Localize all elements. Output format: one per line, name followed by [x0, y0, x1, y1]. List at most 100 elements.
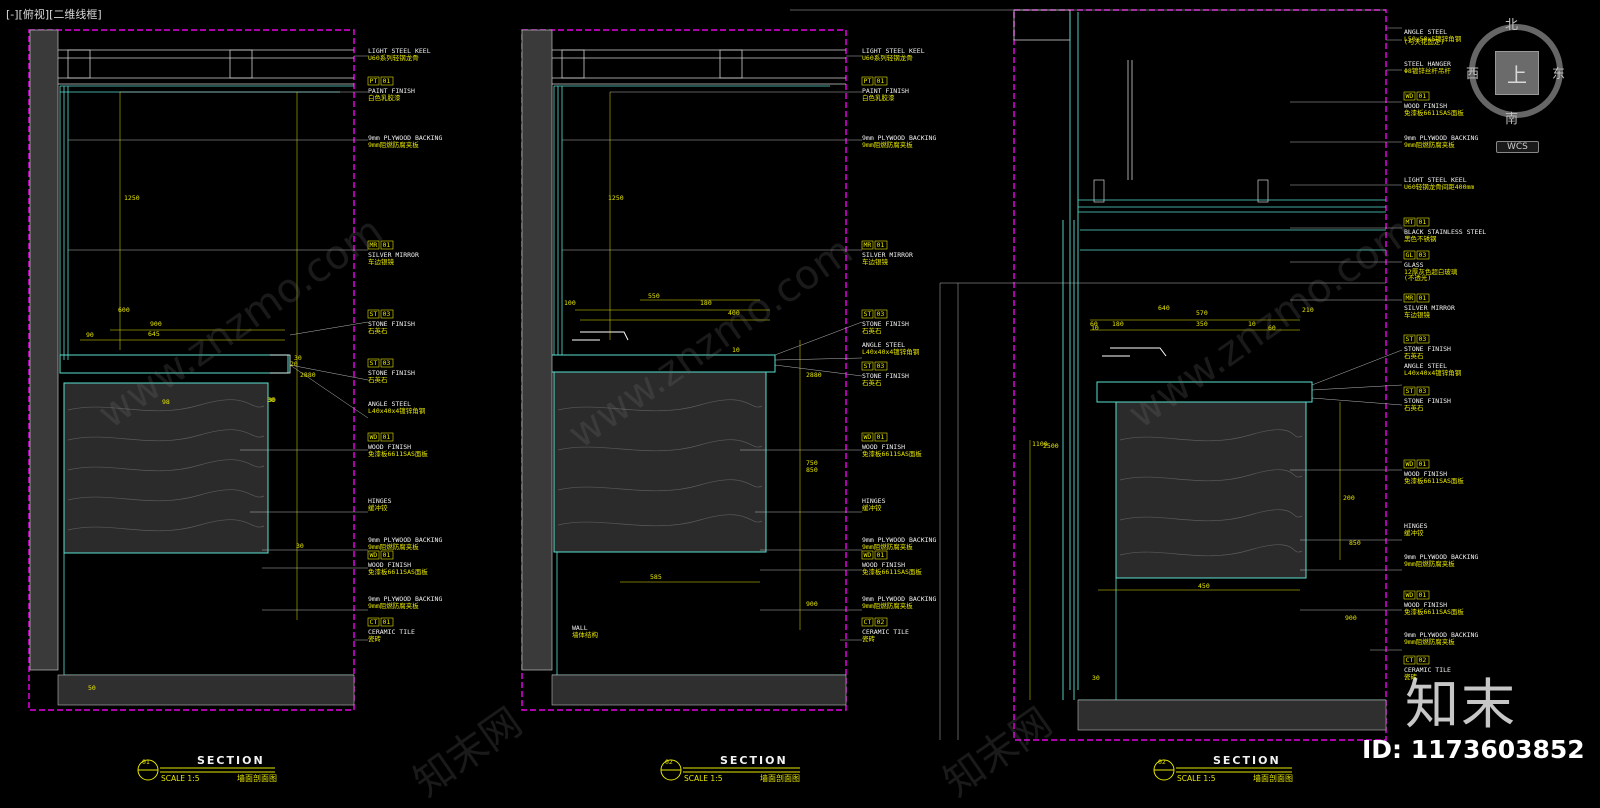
dimension-label: 60 [1090, 320, 1098, 328]
dimension-label: 645 [148, 330, 160, 338]
section-number: 02 [1158, 758, 1166, 766]
material-tag-box [1403, 293, 1416, 303]
material-tag-code: MT [1406, 218, 1414, 226]
section-title: SECTION [720, 754, 788, 767]
material-label-en: SILVER MIRROR [862, 251, 913, 259]
dimension-label: 210 [1302, 306, 1314, 314]
viewcube-top-face[interactable]: 上 [1495, 51, 1539, 95]
material-tag-number: 03 [1419, 251, 1427, 259]
dimension-label: 10 [732, 346, 740, 354]
material-tag-number: 01 [1419, 92, 1427, 100]
material-label-en: WOOD FINISH [1404, 470, 1447, 478]
material-tag-code: ST [1406, 335, 1414, 343]
material-tag-number: 03 [1419, 335, 1427, 343]
compass-north[interactable]: 北 [1505, 18, 1519, 33]
material-label-en: LIGHT STEEL KEEL [862, 47, 925, 55]
material-tag-box [861, 432, 874, 442]
material-tag-number: 01 [1419, 294, 1427, 302]
material-tag-box [1403, 386, 1416, 396]
material-tag-box [861, 617, 874, 627]
dimension-label: 30 [296, 542, 304, 550]
material-tag-number: 02 [877, 618, 885, 626]
dimension-label: 50 [88, 684, 96, 692]
material-label-cn: 9mm阻燃防腐夹板 [862, 140, 913, 149]
material-tag-number: 01 [383, 241, 391, 249]
material-label-cn: 瓷砖 [368, 634, 382, 643]
material-label-cn: 9mm阻燃防腐夹板 [1404, 140, 1455, 149]
material-tag-box [1416, 217, 1430, 227]
material-label-en: ANGLE STEEL [862, 341, 905, 349]
material-tag-box [861, 361, 874, 371]
material-tag-box [874, 617, 888, 627]
viewport-label[interactable]: [-][俯视][二维线框] [6, 8, 102, 21]
material-tag-number: 03 [1419, 387, 1427, 395]
material-tag-box [874, 76, 888, 86]
dimension-label: 2500 [1043, 442, 1059, 450]
dimension-label: 550 [648, 292, 660, 300]
material-tag-box [380, 550, 394, 560]
dimension-label: 350 [1196, 320, 1208, 328]
compass-south[interactable]: 南 [1505, 112, 1519, 127]
material-tag-box [1416, 459, 1430, 469]
material-label-en: ANGLE STEEL [1404, 362, 1447, 370]
material-tag-box [861, 550, 874, 560]
material-label-cn: L40x40x4镀锌角钢 [1404, 368, 1462, 377]
dimension-label: 585 [650, 573, 662, 581]
material-label-cn: 缓冲铰 [1404, 528, 1424, 537]
compass-west[interactable]: 西 [1466, 67, 1480, 82]
dimension-label: 2880 [300, 371, 316, 379]
material-label-cn: 缓冲铰 [368, 503, 388, 512]
material-label-en: STEEL HANGER [1404, 60, 1451, 68]
material-tag-code: WD [1406, 591, 1414, 599]
material-tag-code: ST [370, 359, 378, 367]
material-tag-number: 01 [1419, 591, 1427, 599]
dimension-label: 850 [806, 466, 818, 474]
dimension-label: 30 [294, 354, 302, 362]
dimension-label: 570 [1196, 309, 1208, 317]
dimension-label: 30 [267, 396, 275, 404]
material-label-en: STONE FINISH [368, 320, 415, 328]
material-tag-box [1416, 293, 1430, 303]
material-tag-number: 01 [1419, 460, 1427, 468]
material-tag-box [367, 432, 380, 442]
material-tag-code: MR [1406, 294, 1414, 302]
dimension-label: 750 [806, 459, 818, 467]
dimension-label: 900 [806, 600, 818, 608]
material-label-en: STONE FINISH [1404, 345, 1451, 353]
material-tag-box [874, 432, 888, 442]
material-label-cn: 石英石 [1404, 351, 1424, 360]
material-tag-box [1403, 590, 1416, 600]
material-label-en: SILVER MIRROR [368, 251, 419, 259]
material-tag-box [874, 550, 888, 560]
material-tag-box [380, 617, 394, 627]
material-label-en: CERAMIC TILE [862, 628, 909, 636]
material-tag-number: 01 [1419, 218, 1427, 226]
material-label-en: PAINT FINISH [368, 87, 415, 95]
compass-east[interactable]: 东 [1552, 67, 1566, 82]
material-tag-code: ST [370, 310, 378, 318]
dimension-label: 30 [268, 396, 276, 404]
viewcube[interactable] [1462, 16, 1566, 156]
material-label-cn: L40x40x4镀锌角钢 [862, 347, 920, 356]
material-tag-box [861, 76, 874, 86]
material-tag-number: 01 [877, 77, 885, 85]
material-tag-box [380, 76, 394, 86]
material-tag-box [1403, 459, 1416, 469]
material-tag-code: PT [370, 77, 378, 85]
material-tag-box [380, 309, 394, 319]
wcs-menu-button[interactable]: WCS [1496, 141, 1539, 153]
material-tag-box [1416, 655, 1430, 665]
material-tag-code: ST [1406, 387, 1414, 395]
dimension-label: 850 [1349, 539, 1361, 547]
material-tag-code: ST [864, 362, 872, 370]
material-label-en: HINGES [1404, 522, 1428, 530]
material-label-cn: 9mm阻燃防腐夹板 [862, 542, 913, 551]
material-label-en: LIGHT STEEL KEEL [368, 47, 431, 55]
material-label-en: 9mm PLYWOOD BACKING [1404, 553, 1478, 561]
material-label-en: 9mm PLYWOOD BACKING [1404, 631, 1478, 639]
material-label-en: SILVER MIRROR [1404, 304, 1455, 312]
material-tag-number: 01 [383, 433, 391, 441]
material-tag-code: WD [370, 551, 378, 559]
title-bars [137, 759, 1292, 781]
